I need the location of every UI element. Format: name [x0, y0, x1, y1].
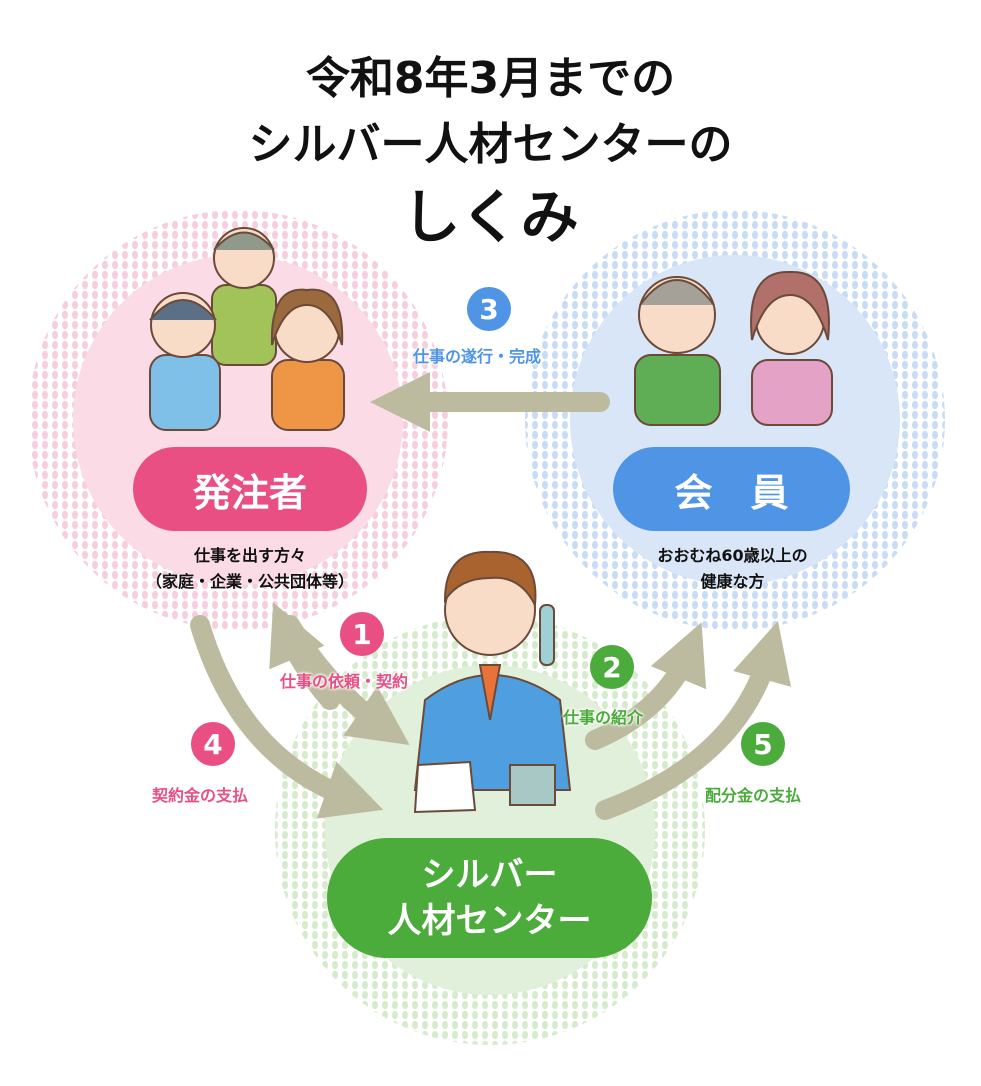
member-pill: 会 員: [613, 447, 850, 531]
client-desc-line-2: （家庭・企業・公共団体等）: [145, 572, 354, 591]
client-people-illustration: [149, 227, 345, 431]
step-4-label: 契約金の支払: [152, 786, 249, 805]
member-people-illustration: [634, 270, 833, 426]
step-1-badge: 1: [340, 612, 384, 656]
arrow-2: [585, 622, 707, 750]
arrow-1-back: [269, 602, 340, 710]
client-desc-line-1: 仕事を出す方々: [193, 546, 306, 565]
client-pill: 発注者: [133, 447, 367, 531]
center-line-1: シルバー: [421, 855, 558, 895]
title-line-2: シルバー人材センターの: [248, 119, 733, 170]
member-desc-line-2: 健康な方: [700, 572, 765, 591]
step-5-label: 配分金の支払: [705, 786, 802, 805]
step-4-badge: 4: [191, 722, 235, 766]
member-description: おおむね60歳以上の 健康な方: [600, 543, 865, 595]
title-line-1: 令和8年3月までの: [305, 53, 676, 104]
staff-illustration: [413, 550, 572, 814]
center-line-2: 人材センター: [387, 901, 592, 941]
step-2-label: 仕事の紹介: [563, 708, 644, 727]
step-3-badge: 3: [467, 287, 511, 331]
step-3-label: 仕事の遂行・完成: [413, 347, 542, 366]
client-description: 仕事を出す方々 （家庭・企業・公共団体等）: [110, 543, 390, 595]
step-5-badge: 5: [741, 722, 785, 766]
member-desc-line-1: おおむね60歳以上の: [657, 546, 808, 565]
step-1-label: 仕事の依頼・契約: [280, 672, 409, 691]
arrow-5: [595, 621, 792, 820]
title-line-3: しくみ: [402, 183, 579, 251]
arrow-4: [190, 615, 384, 819]
center-pill: シルバー 人材センター: [327, 838, 652, 958]
step-2-badge: 2: [590, 645, 634, 689]
